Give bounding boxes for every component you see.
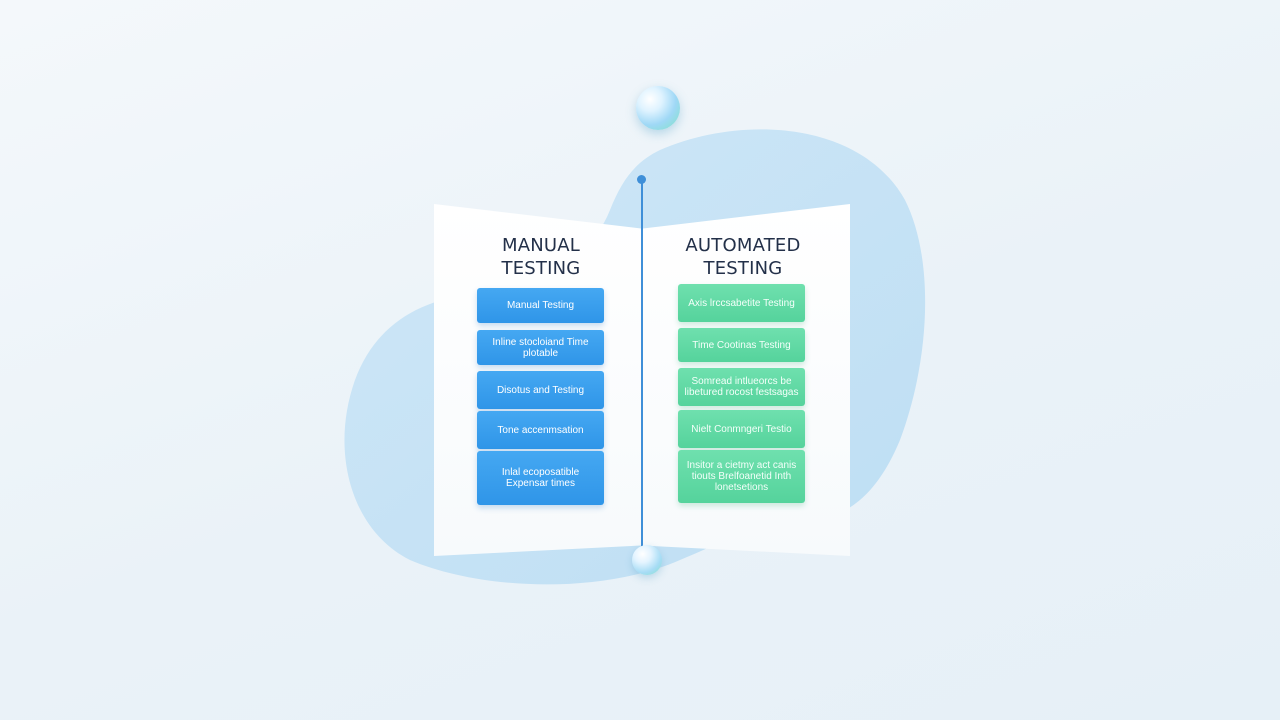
manual-item-5: Inlal ecoposatible Expensar times (477, 451, 604, 505)
manual-item-4: Tone accenmsation (477, 411, 604, 449)
automated-item-3: Somread intlueorcs be libetured rocost f… (678, 368, 805, 406)
automated-title-line1: AUTOMATED (685, 235, 801, 256)
manual-item-1: Manual Testing (477, 288, 604, 323)
automated-title-line2: TESTING (703, 258, 783, 279)
manual-item-2: Inline stocloiand Time plotable (477, 330, 604, 365)
automated-testing-title: AUTOMATED TESTING (668, 234, 818, 280)
manual-title-line2: TESTING (501, 258, 581, 279)
automated-item-2: Time Cootinas Testing (678, 328, 805, 362)
manual-title-line1: MANUAL (501, 235, 581, 256)
manual-item-3: Disotus and Testing (477, 371, 604, 409)
automated-item-5: Insitor a cietmy act canis tiouts Brelfo… (678, 450, 805, 503)
automated-item-1: Axis lrccsabetite Testing (678, 284, 805, 322)
automated-item-4: Nielt Conmngeri Testio (678, 410, 805, 448)
manual-testing-title: MANUAL TESTING (466, 234, 616, 280)
orb-top (636, 86, 680, 130)
orb-bottom (632, 545, 662, 575)
center-connector-line (641, 180, 643, 550)
connector-dot (637, 175, 646, 184)
